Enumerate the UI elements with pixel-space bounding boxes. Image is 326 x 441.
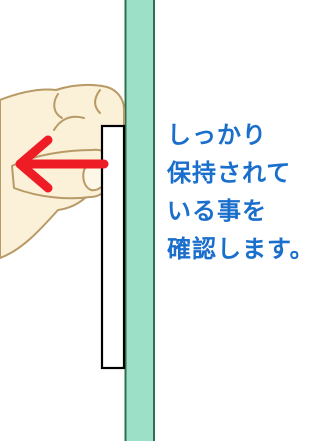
held-part <box>100 124 126 370</box>
instruction-caption: しっかり 保持されて いる事を 確認します。 <box>167 116 323 268</box>
caption-line: 保持されて <box>167 159 292 187</box>
glass-panel <box>124 0 155 441</box>
caption-line: いる事を <box>167 197 267 225</box>
caption-line: 確認します。 <box>167 235 315 263</box>
caption-line: しっかり <box>167 121 267 149</box>
arrow-left-icon <box>15 135 109 193</box>
